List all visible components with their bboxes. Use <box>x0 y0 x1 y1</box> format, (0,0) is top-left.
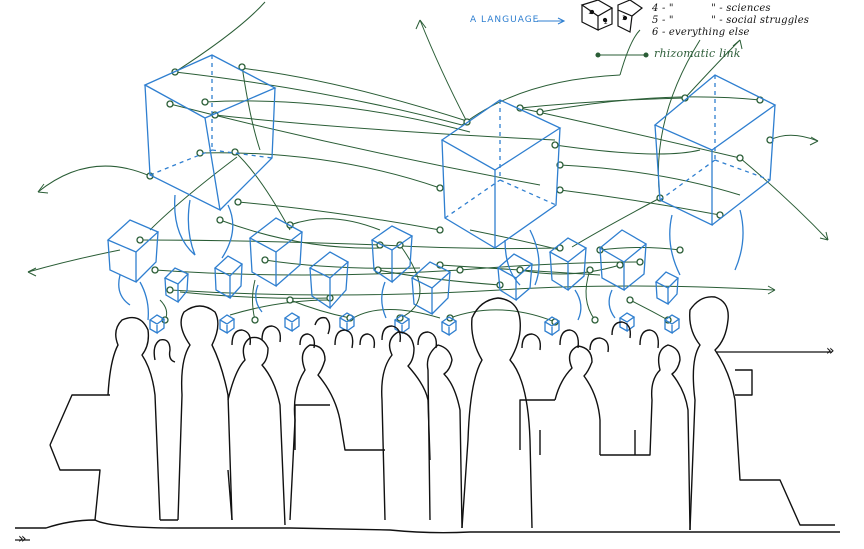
rhizomatic-link-label: rhizomatic link <box>654 47 741 60</box>
legend-line-4-tail: " - sciences <box>711 3 771 14</box>
medium-cube-2 <box>248 217 304 313</box>
legend-line-5: 5 - " " - social struggles <box>652 15 809 26</box>
medium-cube-8 <box>598 229 648 319</box>
medium-cube-6 <box>496 253 534 302</box>
legend-cube-face-1: 1 <box>588 9 592 16</box>
legend-line-6: 6 - everything else <box>652 27 750 38</box>
small-cube-2 <box>213 255 244 300</box>
right-arrowhead: » <box>826 343 835 359</box>
tiny-cubes <box>148 312 681 337</box>
legend-rhizome-arrow <box>595 52 649 58</box>
legend-cube-face-2: 2 <box>604 19 608 26</box>
large-cube-left <box>143 54 277 259</box>
legend-language-arrow <box>537 17 566 25</box>
medium-cube-5 <box>410 261 452 316</box>
small-cube-3 <box>654 271 680 306</box>
language-cubes <box>106 54 777 337</box>
large-cube-right <box>653 74 777 276</box>
medium-cube-7 <box>548 237 588 321</box>
legend-cube-icon <box>580 0 644 33</box>
medium-cube-1 <box>106 219 160 321</box>
language-label: A LANGUAGE <box>470 15 540 25</box>
legend-line-5-tail: " - social struggles <box>711 15 810 26</box>
crowd-silhouettes <box>15 296 840 534</box>
link-nodes <box>136 63 774 326</box>
legend-line-5-number: 5 - " <box>652 15 674 26</box>
legend-line-4-number: 4 - " <box>652 3 674 14</box>
medium-cube-3 <box>308 251 350 310</box>
bottom-left-arrowhead: » <box>18 531 27 547</box>
legend-cube-face-3: 3 <box>622 15 626 22</box>
large-cube-center <box>440 99 562 286</box>
legend-line-4: 4 - " " - sciences <box>652 3 771 14</box>
medium-cube-4 <box>370 225 414 319</box>
rhizomatic-links <box>27 1 829 323</box>
small-cube-1 <box>163 267 190 304</box>
